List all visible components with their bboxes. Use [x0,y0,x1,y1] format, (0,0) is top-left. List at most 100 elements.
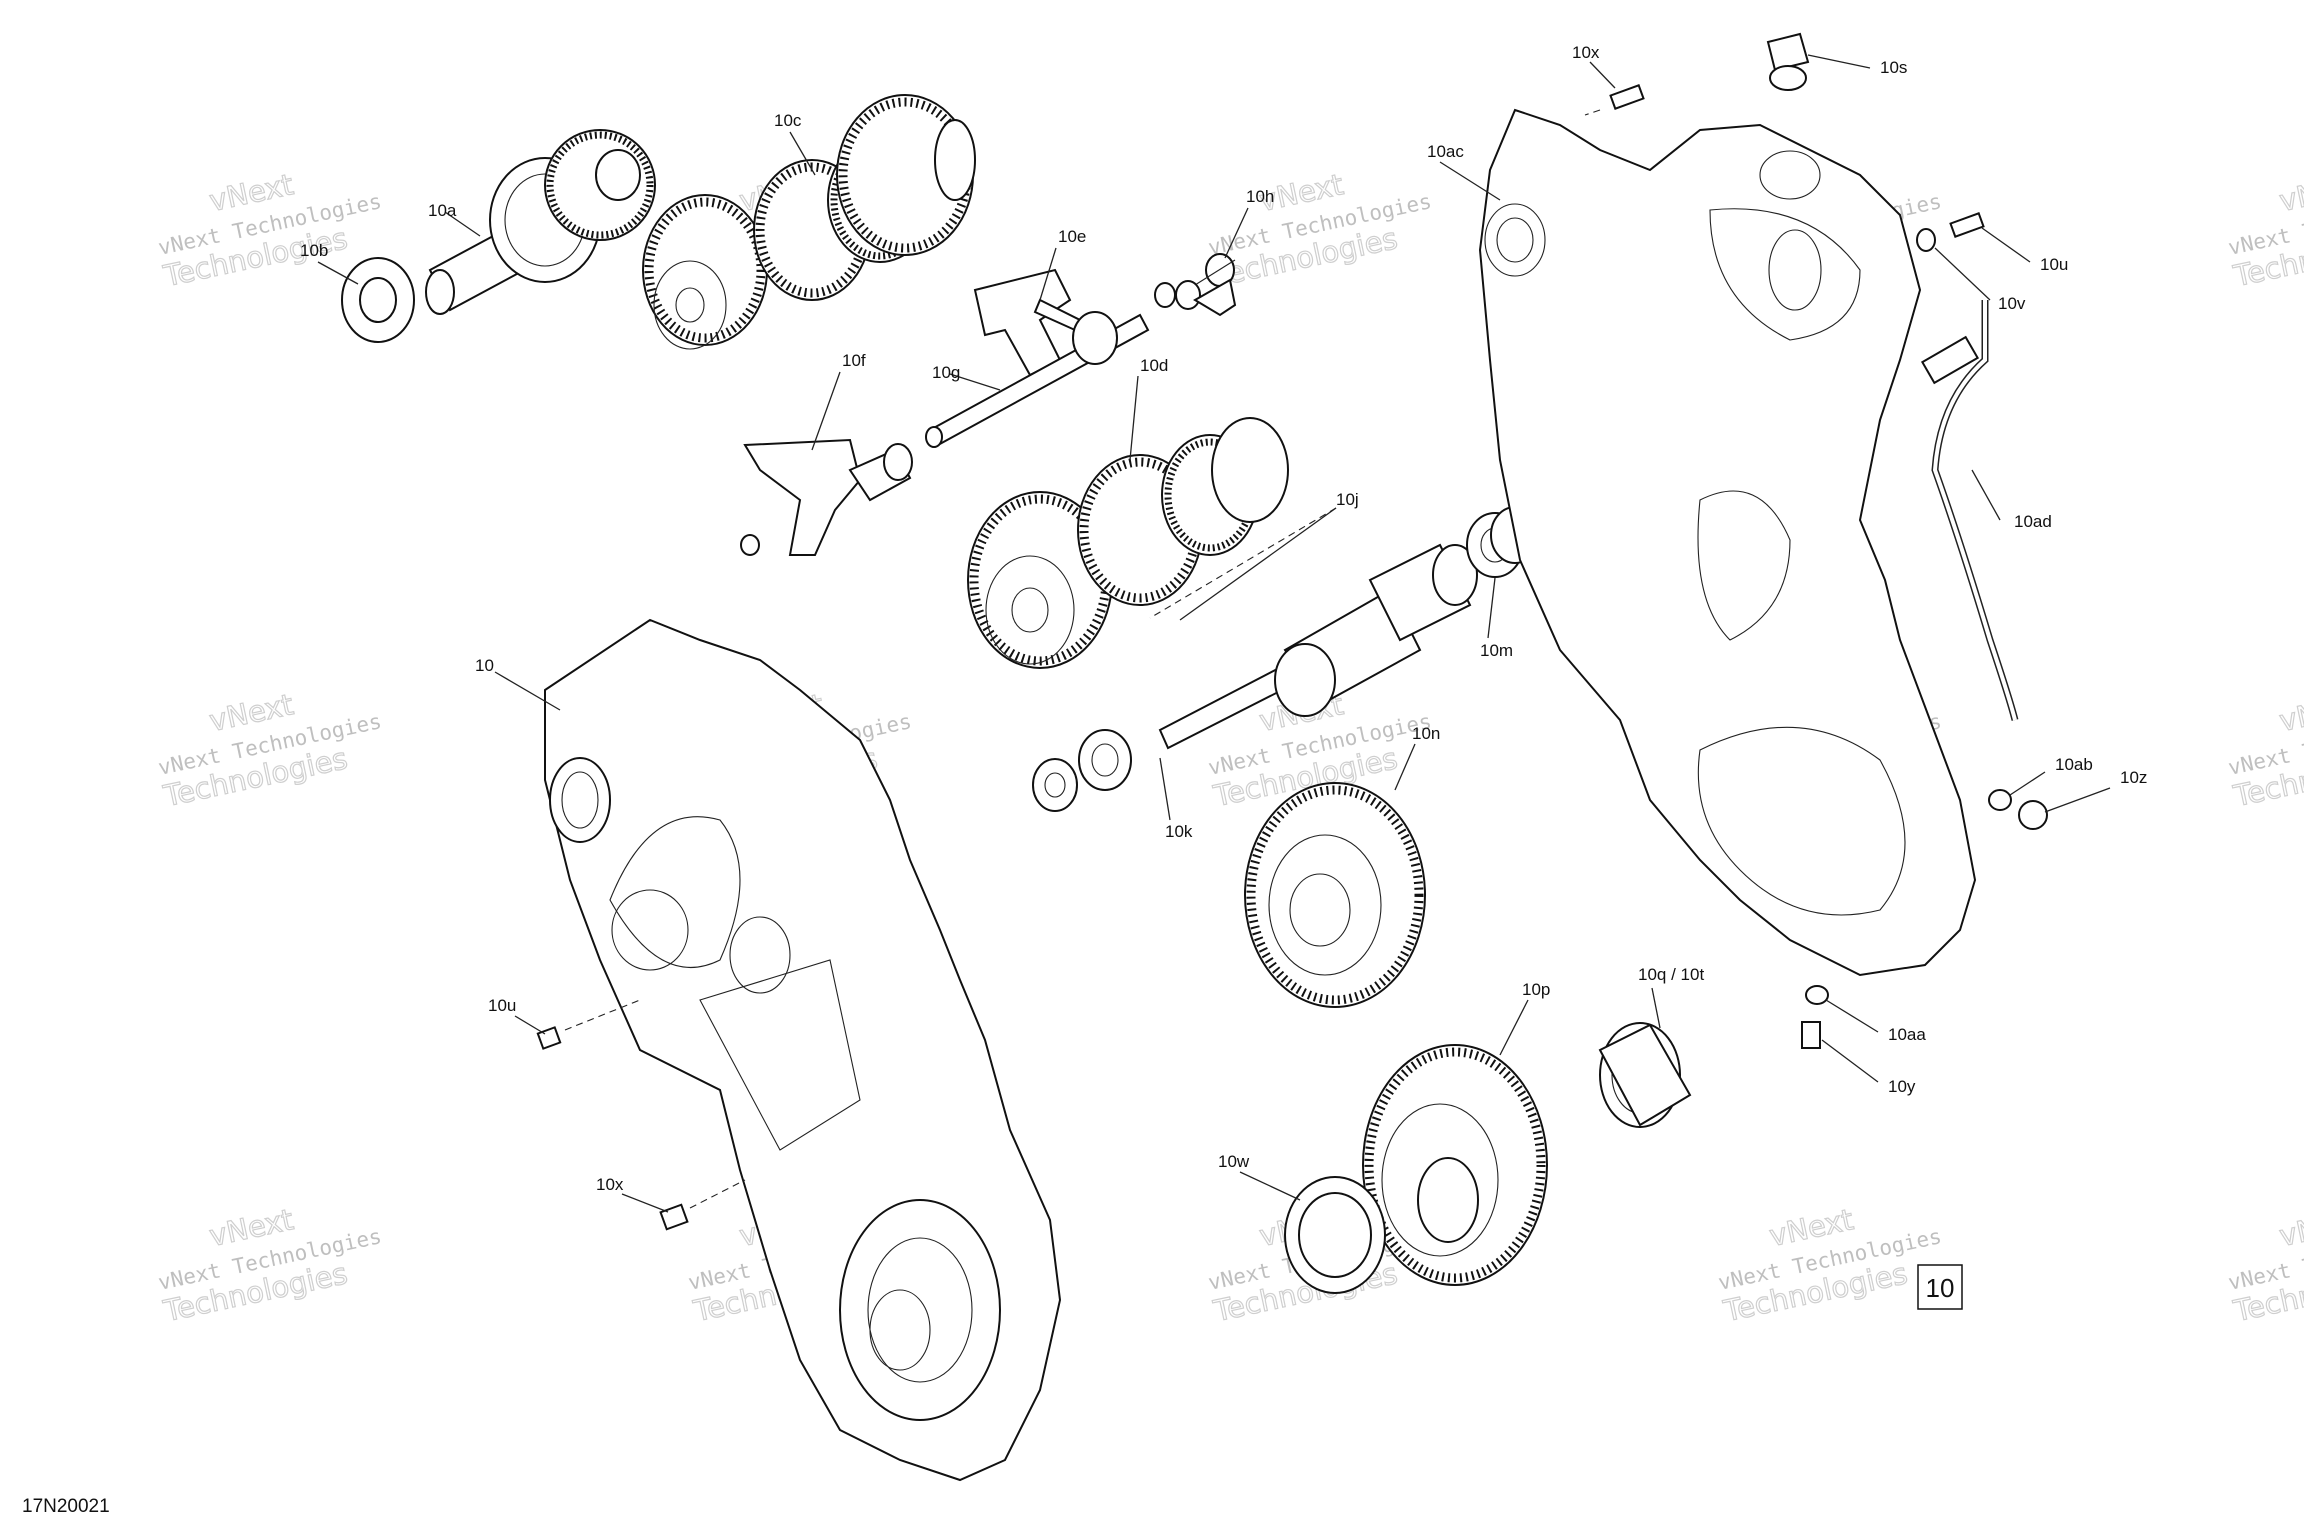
gear-10p [1362,1044,1548,1286]
leader-lines [317,54,2111,1213]
leader-line [949,373,1001,391]
part-label: 10x [1572,43,1600,62]
gear-10n [1244,782,1426,1008]
part-label: 10v [1998,294,2026,313]
part-label: 10j [1336,490,1359,509]
washer-10ab [1988,789,2012,811]
leader-line [1589,61,1616,89]
leader-line [317,261,359,285]
leader-line [2009,771,2046,796]
leader-line [621,1193,669,1213]
leader-line [1934,247,1991,301]
washer-10b [341,257,415,343]
part-label: 10aa [1888,1025,1926,1044]
leader-line [444,211,481,237]
bolt-10u-right [1949,212,1985,238]
part-label: 10x [596,1175,624,1194]
bolt-10x-right [1609,84,1645,110]
bearing-10k [1032,729,1132,812]
part-label: 10ac [1427,142,1464,161]
part-label: 10p [1522,980,1550,999]
part-label: 10g [932,363,960,382]
part-label: 10n [1412,724,1440,743]
leader-line [1807,54,1871,69]
leader-line [1224,207,1249,259]
leader-line [1821,1039,1879,1083]
plug-10s [1766,32,1810,91]
leader-line [789,131,816,176]
leader-line [1971,469,2001,521]
part-label: 10s [1880,58,1907,77]
leader-dashed [1149,507,1337,619]
output-shaft-10j [1158,543,1478,750]
part-label: 10a [428,201,457,220]
part-label: 10u [488,996,516,1015]
svg-text:vNext: vNext [2276,687,2304,738]
part-label: 10y [1888,1077,1916,1096]
part-label: 10k [1165,822,1193,841]
leader-line [1825,999,1879,1033]
leader-line [494,671,561,711]
part-label: 10c [774,111,802,130]
leader-line [1651,987,1661,1029]
part-label: 10q / 10t [1638,965,1704,984]
spring-10h [1154,253,1237,317]
part-label: 10e [1058,227,1086,246]
part-label: 10f [842,351,866,370]
page-ref-number: 10 [1926,1273,1955,1303]
leader-line [1981,227,2031,263]
leader-line [1159,757,1171,821]
housing-10 [544,618,1062,1482]
part-label: 10ab [2055,755,2093,774]
part-label: 10ad [2014,512,2052,531]
page-ref-badge: 10 [1917,1264,1963,1310]
leader-dashed [1584,109,1601,116]
cap-10q-10t [1598,1022,1692,1128]
gear-cluster-10d [967,417,1289,669]
part-label: 10h [1246,187,1274,206]
diagram-code: 17N20021 [22,1496,110,1517]
housing-10ac [1478,108,1977,977]
washer-10aa [1805,985,1829,1005]
leader-line [1129,375,1139,461]
part-label: 10d [1140,356,1168,375]
gear-cluster-10c [642,94,976,350]
bolt-10x-left [659,1203,689,1231]
leader-line [1039,247,1057,301]
part-label: 10z [2120,768,2147,787]
bolt-10z [2018,800,2048,830]
part-label: 10w [1218,1152,1250,1171]
seal-10w [1284,1176,1386,1294]
leader-line [1487,577,1496,639]
part-label: 10m [1480,641,1513,660]
part-label: 10 [475,656,494,675]
shift-fork-10f [740,438,913,556]
washer-10v [1916,228,1936,252]
svg-text:vNext: vNext [2276,167,2304,218]
input-shaft-10a [425,129,656,315]
leader-line [1499,999,1529,1056]
svg-text:vNext: vNext [2276,1202,2304,1253]
leader-line [1179,507,1337,621]
leader-line [811,371,841,451]
part-label: 10u [2040,255,2068,274]
leader-line [1439,161,1501,201]
shift-rod-10g [925,311,1150,448]
harness-10ad [1920,300,2019,721]
part-label: 10b [300,241,328,260]
leader-line [2044,787,2111,813]
part-labels: 10c 10a 10b 10e 10h 10g 10f 10d 10j 10m 10 10k 10n 10… [300,43,2147,1194]
bolt-10u-left [536,1026,562,1050]
leader-line [1239,1171,1301,1201]
leader-line [1394,743,1416,791]
leader-line [514,1015,546,1035]
bolt-10y [1801,1021,1821,1049]
leader-dashed [564,999,641,1031]
shift-fork-10e [973,268,1082,377]
